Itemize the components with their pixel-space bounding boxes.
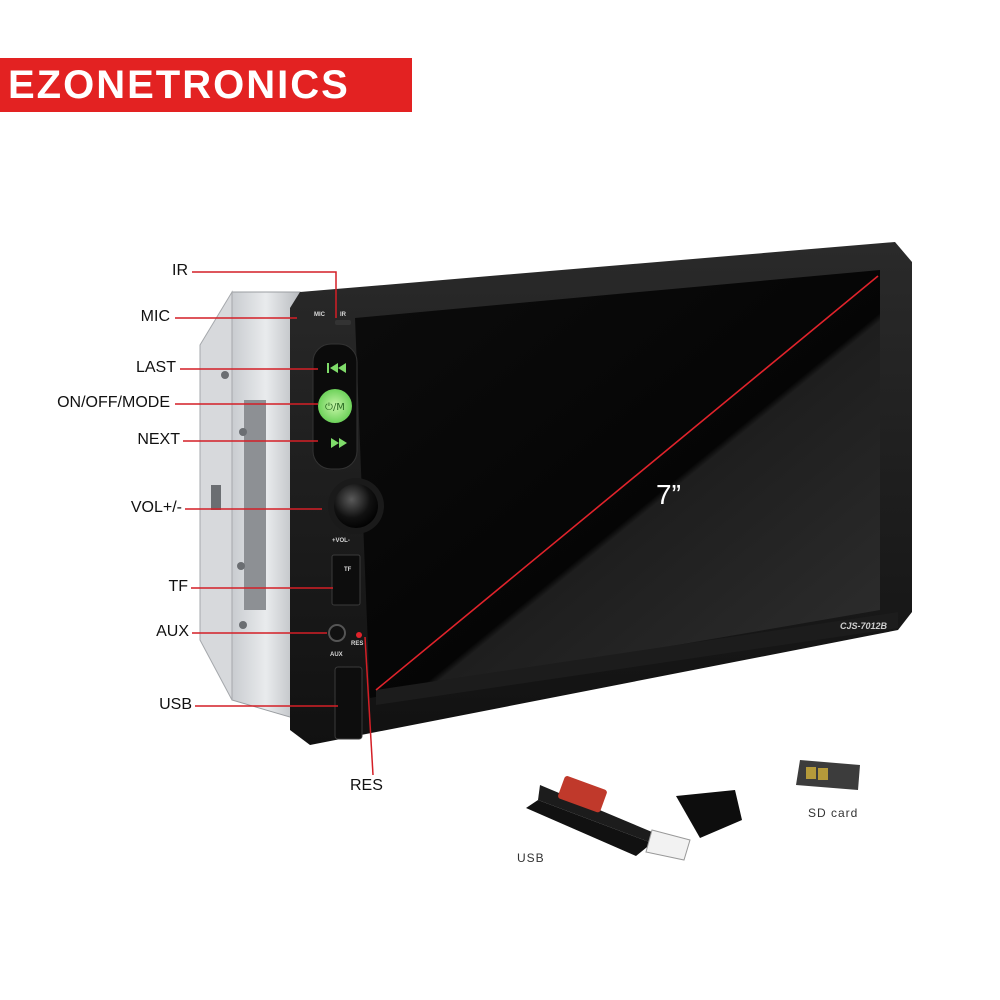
usb-stick-image <box>526 776 742 861</box>
sd-card-caption: SD card <box>808 806 859 820</box>
sd-card-image <box>796 760 860 790</box>
callout-next: NEXT <box>137 431 180 448</box>
front-bezel <box>290 242 912 745</box>
screen-size-label: 7” <box>656 479 681 510</box>
brand-name: EZONETRONICS <box>8 63 350 107</box>
ir-port-label: IR <box>340 312 346 318</box>
metal-chassis <box>199 290 301 721</box>
mic-port-label: MIC <box>314 312 325 318</box>
power-icon: ⏻/M <box>325 402 345 413</box>
next-button[interactable] <box>331 438 347 448</box>
last-button[interactable] <box>327 363 346 373</box>
usb-caption: USB <box>517 851 545 865</box>
mic-ir-sensor <box>335 320 351 325</box>
callout-res: RES <box>350 777 383 794</box>
vol-port-label: +VOL- <box>332 538 350 544</box>
callout-last: LAST <box>135 359 176 376</box>
callout-mic: MIC <box>140 308 170 325</box>
brand-banner: EZONETRONICS <box>0 58 412 112</box>
tf-port-label: TF <box>344 567 352 573</box>
callout-tf: TF <box>168 578 188 595</box>
callout-lines <box>175 271 374 776</box>
aux-port-label: AUX <box>330 652 343 658</box>
aux-jack[interactable] <box>328 624 346 642</box>
callout-on-off-mode: ON/OFF/MODE <box>57 394 170 411</box>
callout-aux: AUX <box>156 623 189 640</box>
callout-ir: IR <box>172 262 188 279</box>
power-mode-button[interactable]: ⏻/M <box>318 389 352 423</box>
diagonal-measure-line <box>375 275 879 691</box>
volume-knob[interactable] <box>328 478 384 534</box>
callout-vol: VOL+/- <box>130 499 182 516</box>
res-hole[interactable] <box>356 632 362 638</box>
callout-usb: USB <box>159 696 192 713</box>
model-label: CJS-7012B <box>840 621 888 631</box>
res-port-label: RES <box>351 641 364 647</box>
